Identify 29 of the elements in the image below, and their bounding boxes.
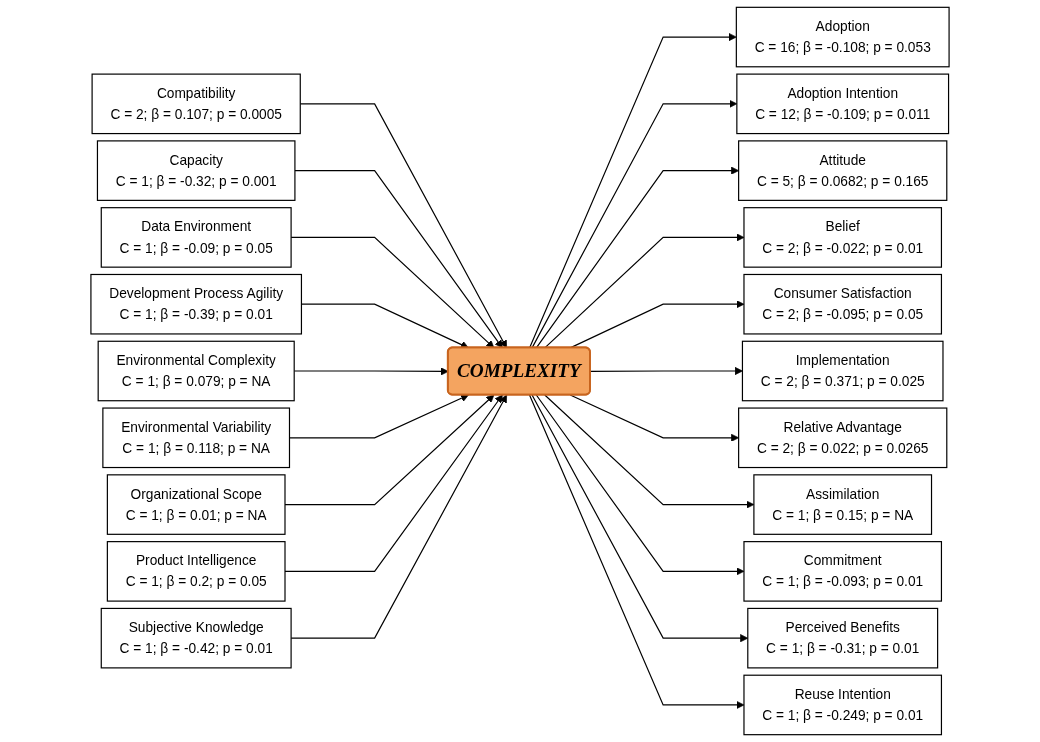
- arrow: [290, 394, 507, 639]
- node-box: Relative Advantage C = 2; β = 0.022; p = 0.0265: [738, 407, 948, 469]
- node-box: Assimilation C = 1; β = 0.15; p = NA: [753, 474, 933, 535]
- arrow: [589, 366, 743, 376]
- node-box: Commitment C = 1; β = -0.093; p = 0.01: [743, 541, 943, 602]
- arrow: [284, 394, 495, 506]
- node-box: Data Environment C = 1; β = -0.09; p = 0.05: [100, 207, 292, 268]
- arrow: [535, 166, 739, 349]
- node-box: Subjective Knowledge C = 1; β = -0.42; p = 0.01: [100, 607, 292, 669]
- arrow: [531, 99, 738, 349]
- node-box: Organizational Scope C = 1; β = 0.01; p = NA: [106, 474, 286, 535]
- arrow: [569, 394, 739, 442]
- node-box: Adoption C = 16; β = -0.108; p = 0.053: [735, 6, 950, 68]
- node-box: Compatibility C = 2; β = 0.107; p = 0.0005: [91, 73, 301, 135]
- node-box: Implementation C = 2; β = 0.371; p = 0.025: [741, 340, 944, 402]
- node-box: Environmental Complexity C = 1; β = 0.079; p = NA: [97, 340, 295, 402]
- arrow: [528, 33, 737, 349]
- node-box: Development Process Agility C = 1; β = -0.39; p = 0.01: [90, 273, 303, 335]
- node-box: Consumer Satisfaction C = 2; β = -0.095; p = 0.05: [743, 273, 943, 335]
- node-box: Attitude C = 5; β = 0.0682; p = 0.165: [738, 140, 948, 201]
- arrow: [284, 394, 503, 572]
- node-box: Capacity C = 1; β = -0.32; p = 0.001: [96, 140, 296, 201]
- node-box: Product Intelligence C = 1; β = 0.2; p = 0.05: [106, 541, 286, 602]
- node-box: Perceived Benefits C = 1; β = -0.31; p = 0.01: [747, 607, 939, 669]
- node-box: Environmental Variability C = 1; β = 0.118; p = NA: [102, 407, 291, 469]
- arrow: [294, 170, 503, 349]
- node-box: Belief C = 2; β = -0.022; p = 0.01: [743, 207, 943, 268]
- node-box: Reuse Intention C = 1; β = -0.249; p = 0.01: [743, 674, 943, 736]
- node-box: Adoption Intention C = 12; β = -0.109; p = 0.011: [736, 73, 950, 135]
